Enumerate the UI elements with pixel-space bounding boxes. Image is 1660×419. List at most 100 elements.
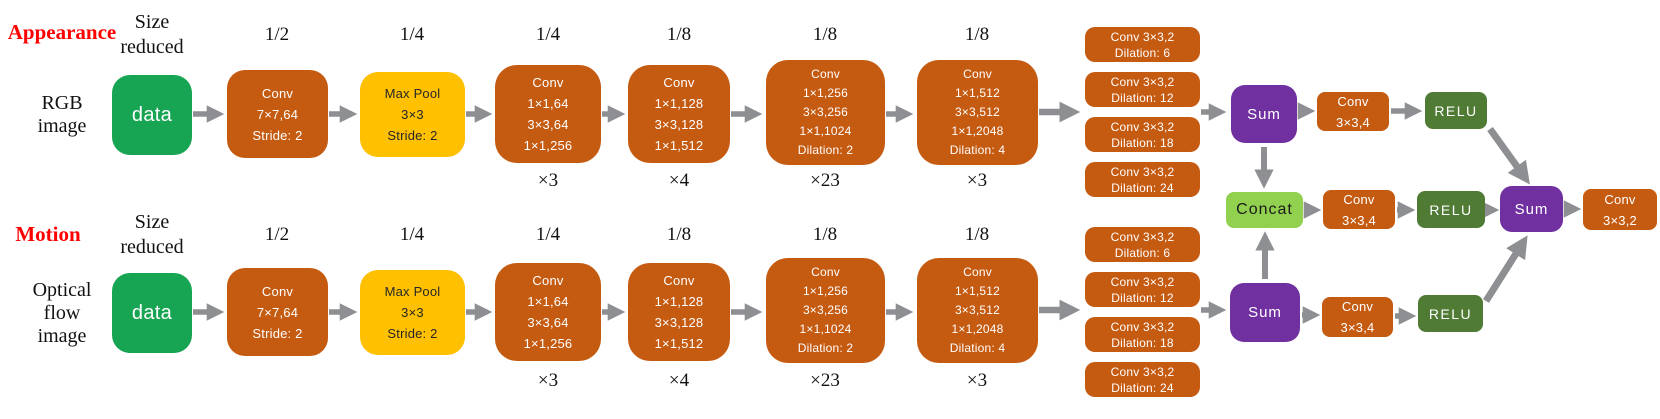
data-box: data: [112, 273, 192, 353]
box-line: 1×1,128: [654, 96, 704, 111]
box-line: 3×3: [401, 107, 424, 122]
box-line: Conv: [963, 265, 992, 279]
relu-label: RELU: [1434, 102, 1478, 119]
box-line: 1×1,512: [954, 86, 1001, 100]
concat-label: Concat: [1236, 201, 1293, 218]
repeat-count-label: ×23: [810, 170, 840, 191]
box-line: 3×3,64: [527, 117, 569, 132]
size-reduced-label: Size reduced: [120, 10, 183, 60]
box-line: Conv 3×3,2: [1110, 364, 1175, 379]
box-line: 3×3,128: [654, 117, 704, 132]
res-block-2: Conv 1×1,128 3×3,128 1×1,512: [628, 65, 730, 163]
box-line: Dilation: 12: [1111, 290, 1174, 305]
box-line: Conv: [663, 273, 695, 288]
box-line: Conv: [1604, 191, 1636, 207]
box-line: Conv: [1343, 191, 1375, 207]
data-box: data: [112, 75, 192, 155]
box-line: Conv: [811, 67, 840, 81]
box-line: Stride: 2: [252, 325, 303, 341]
box-line: 1×1,512: [954, 284, 1001, 298]
box-line: Conv 3×3,2: [1110, 74, 1175, 89]
scale-label: 1/8: [964, 24, 990, 45]
box-line: 3×3,256: [802, 303, 849, 317]
flow-arrow: [1487, 126, 1530, 185]
sum-bottom-box: Sum: [1230, 283, 1300, 342]
box-line: Conv: [261, 283, 294, 299]
scale-label: 1/4: [535, 24, 561, 45]
box-line: Max Pool: [384, 284, 441, 299]
repeat-count-label: ×3: [537, 170, 559, 191]
input-type-label: RGB image: [38, 70, 87, 160]
sum-top-box: Sum: [1231, 85, 1297, 143]
box-line: Conv: [663, 75, 695, 90]
box-line: Conv 3×3,2: [1110, 119, 1175, 134]
res-block-4: Conv 1×1,512 3×3,512 1×1,2048 Dilation: …: [917, 60, 1038, 165]
box-line: Dilation: 2: [797, 341, 854, 355]
input-type-label: Optical flow image: [33, 268, 92, 358]
conv3x3-4-bottom-box: Conv 3×3,4: [1322, 297, 1393, 337]
box-line: 1×1,2048: [951, 322, 1004, 336]
box-line: Conv 3×3,2: [1110, 319, 1175, 334]
scale-label: 1/8: [812, 24, 838, 45]
conv3x3-4-mid-box: Conv 3×3,4: [1323, 190, 1395, 229]
box-line: 3×3,4: [1342, 212, 1376, 228]
box-line: Stride: 2: [387, 326, 438, 341]
aspp-branch-1: Conv 3×3,2 Dilation: 6: [1085, 27, 1200, 62]
size-reduced-line: reduced: [120, 236, 184, 258]
relu-bottom-box: RELU: [1418, 295, 1483, 332]
input-label-line: flow: [43, 301, 81, 324]
box-line: 1×1,256: [523, 336, 573, 351]
motion-stream: Motion Size reduced Optical flow image 1…: [0, 198, 1224, 408]
scale-label: 1/4: [535, 224, 561, 245]
aspp-branch-2: Conv 3×3,2 Dilation: 12: [1085, 72, 1200, 107]
box-line: 1×1,1024: [799, 322, 852, 336]
box-line: 3×3,256: [802, 105, 849, 119]
res-block-2: Conv 1×1,128 3×3,128 1×1,512: [628, 263, 730, 361]
stream-title: Motion: [15, 222, 81, 246]
size-reduced-line: reduced: [120, 36, 184, 58]
scale-label: 1/4: [399, 224, 425, 245]
box-line: Dilation: 24: [1111, 380, 1174, 395]
box-line: 1×1,512: [654, 138, 704, 153]
box-line: 3×3,2: [1603, 212, 1637, 228]
sum-label: Sum: [1514, 200, 1549, 218]
box-line: 1×1,256: [802, 86, 849, 100]
input-label-line: RGB: [41, 92, 83, 114]
aspp-branch-4: Conv 3×3,2 Dilation: 24: [1085, 162, 1200, 197]
box-line: Conv: [1341, 299, 1374, 314]
box-line: 1×1,256: [523, 138, 573, 153]
box-line: Dilation: 2: [797, 143, 854, 157]
box-line: 1×1,64: [527, 96, 569, 111]
repeat-count-label: ×4: [668, 170, 690, 191]
scale-label: 1/2: [264, 24, 290, 45]
sum-final-box: Sum: [1500, 186, 1563, 232]
aspp-branch-1: Conv 3×3,2 Dilation: 6: [1085, 227, 1200, 262]
box-line: Conv 3×3,2: [1110, 229, 1175, 244]
box-line: Dilation: 6: [1114, 245, 1171, 260]
res-block-3: Conv 1×1,256 3×3,256 1×1,1024 Dilation: …: [766, 60, 885, 165]
box-line: Conv 3×3,2: [1110, 274, 1175, 289]
appearance-stream: Appearance Size reduced RGB image 1/2 1/…: [0, 0, 1224, 200]
maxpool-box: Max Pool 3×3 Stride: 2: [360, 270, 465, 355]
input-label-line: image: [37, 115, 87, 137]
box-line: 3×3,512: [954, 105, 1001, 119]
box-line: Conv 3×3,2: [1110, 164, 1175, 179]
box-line: 3×3,4: [1336, 114, 1370, 130]
res-block-1: Conv 1×1,64 3×3,64 1×1,256: [495, 263, 601, 361]
repeat-count-label: ×3: [966, 370, 988, 391]
box-line: Dilation: 18: [1111, 135, 1174, 150]
repeat-count-label: ×3: [966, 170, 988, 191]
box-line: 3×3,64: [527, 315, 569, 330]
input-label-line: image: [37, 324, 87, 347]
box-line: 3×3: [401, 305, 424, 320]
repeat-count-label: ×4: [668, 370, 690, 391]
scale-label: 1/4: [399, 24, 425, 45]
conv7x7-box: Conv 7×7,64 Stride: 2: [227, 268, 328, 356]
scale-label: 1/8: [666, 224, 692, 245]
aspp-branch-2: Conv 3×3,2 Dilation: 12: [1085, 272, 1200, 307]
sum-label: Sum: [1247, 105, 1281, 123]
aspp-branch-3: Conv 3×3,2 Dilation: 18: [1085, 117, 1200, 152]
box-line: Dilation: 6: [1114, 45, 1171, 60]
conv3x3-4-top-box: Conv 3×3,4: [1317, 92, 1389, 131]
box-line: 3×3,128: [654, 315, 704, 330]
